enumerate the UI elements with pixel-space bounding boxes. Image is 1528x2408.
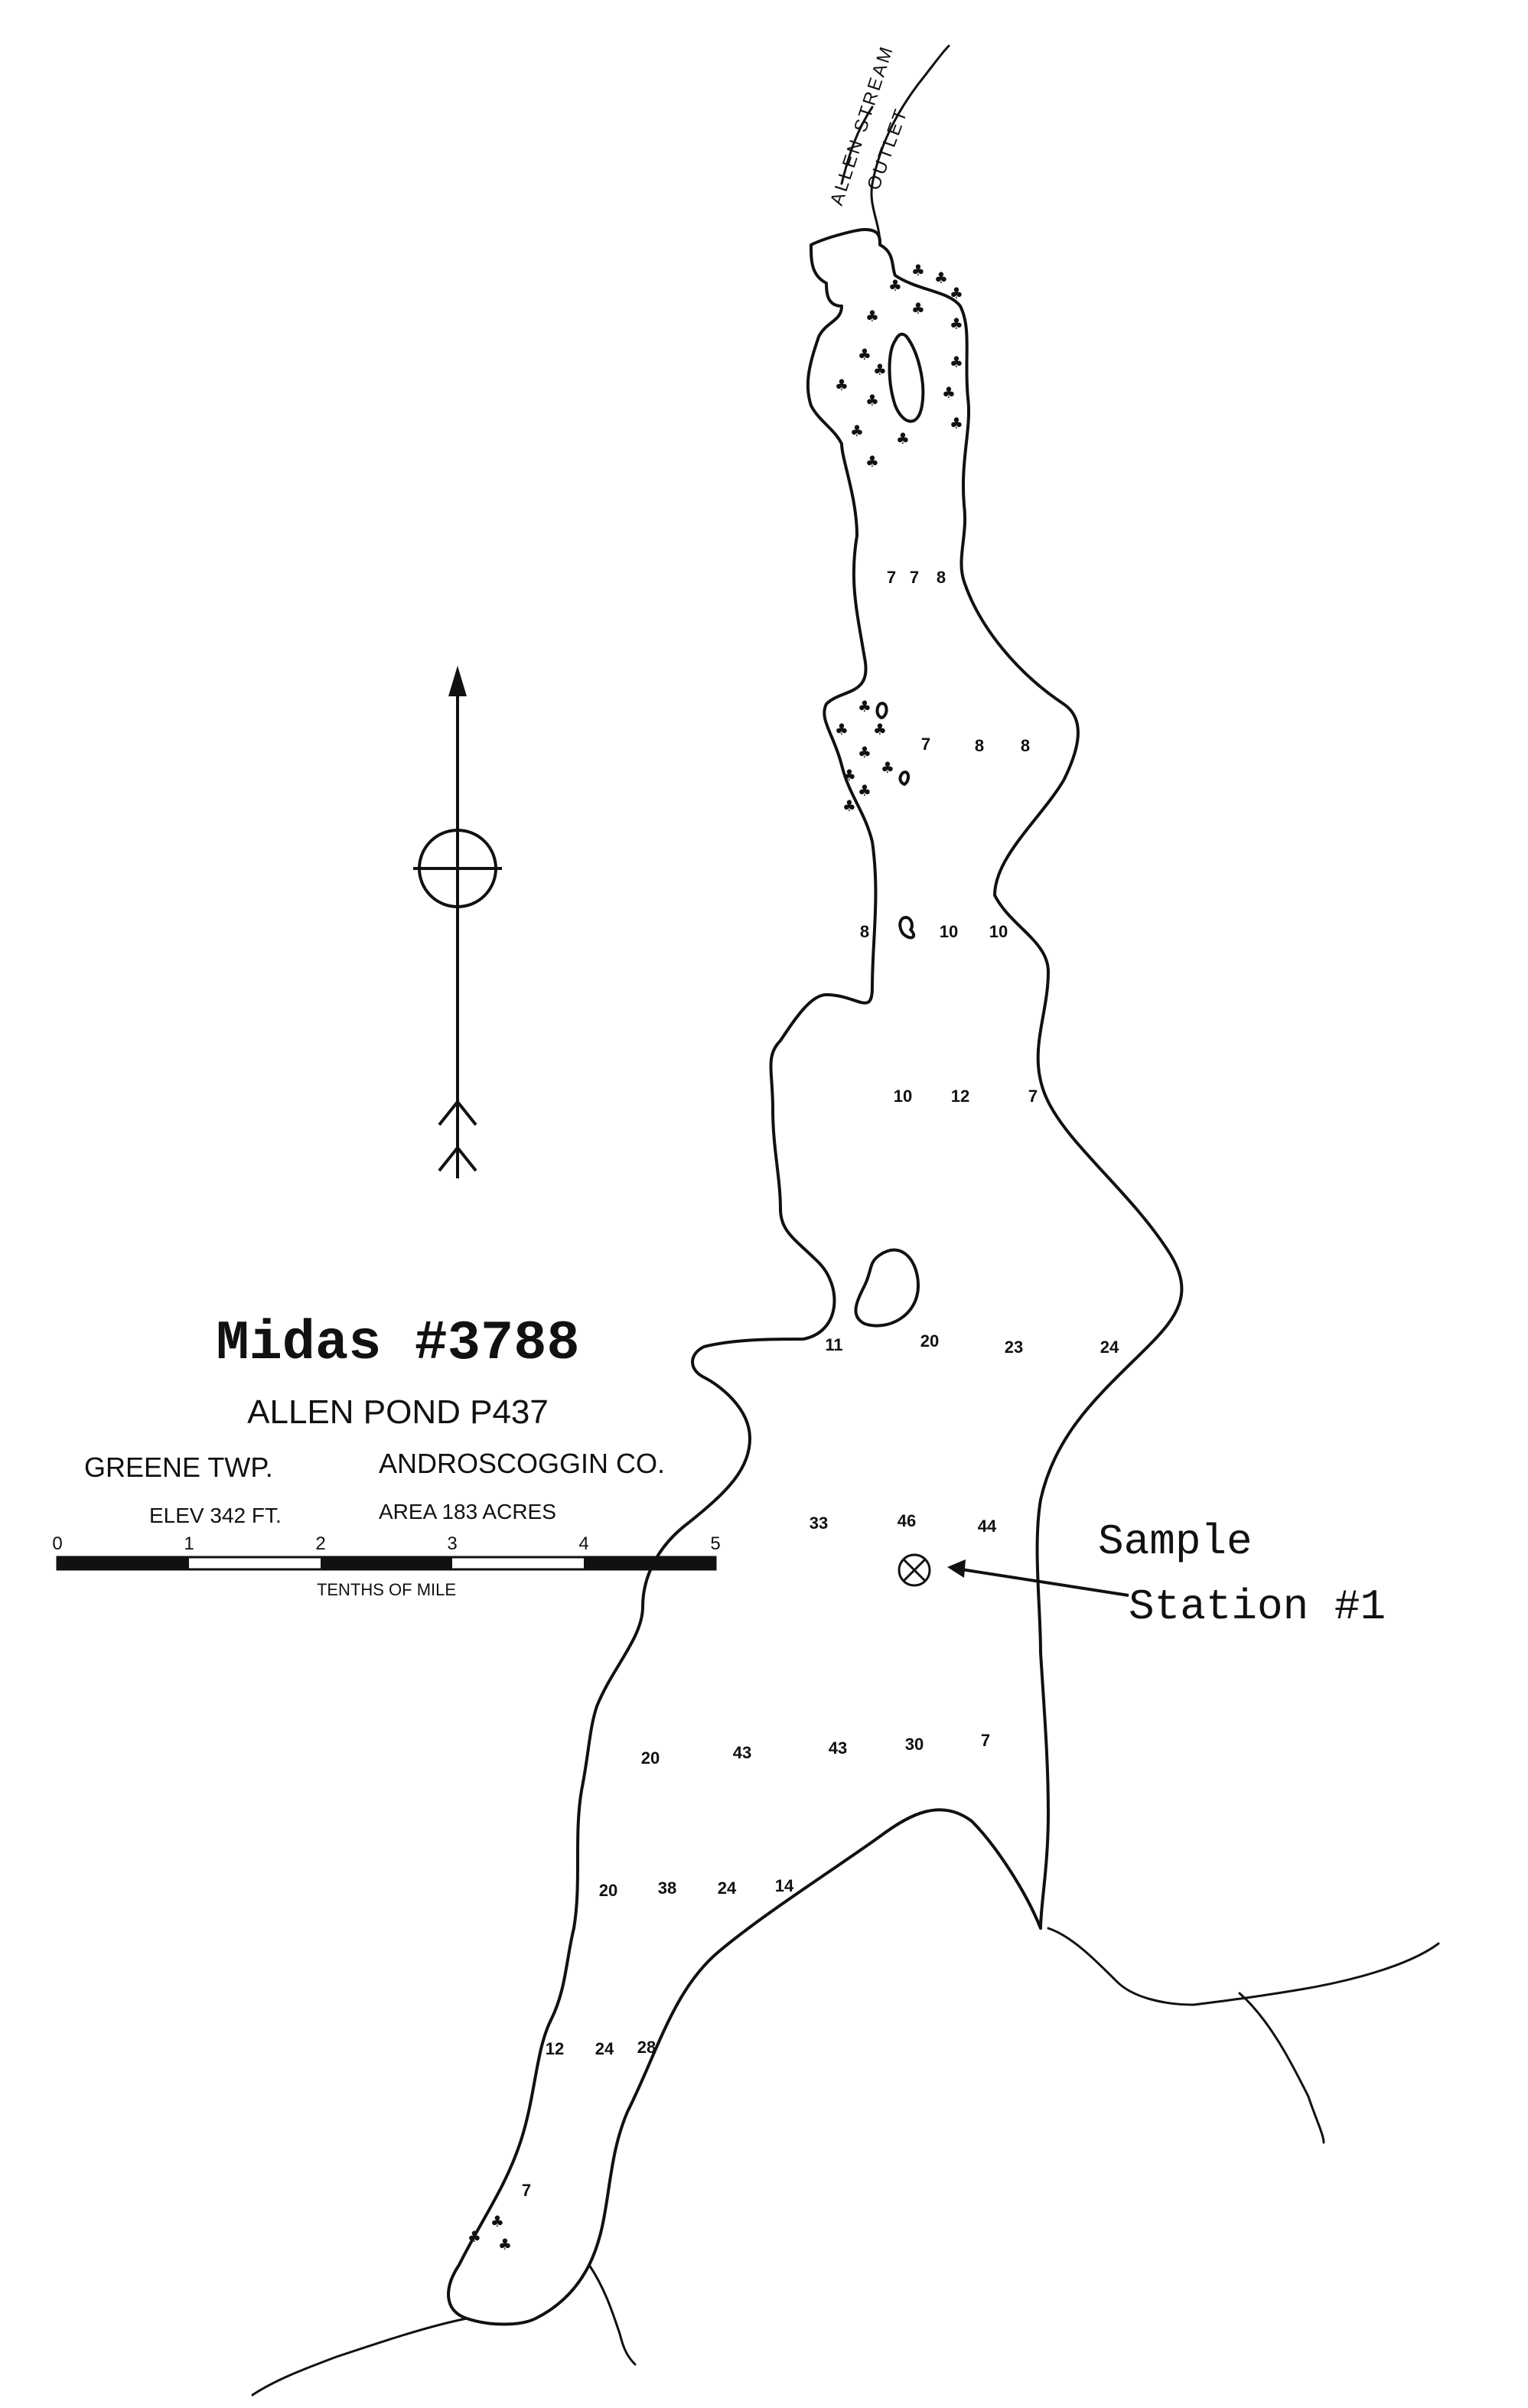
depth-label: 8: [937, 568, 946, 587]
sample-station-label-line1: Sample: [1098, 1517, 1253, 1566]
svg-text:♣: ♣: [498, 2235, 512, 2253]
east-stream: [1047, 1927, 1440, 2006]
depth-label: 24: [595, 2039, 614, 2058]
depth-label: 8: [975, 736, 984, 755]
depth-label: 10: [894, 1087, 912, 1106]
scale-tick-2: 2: [315, 1533, 325, 1554]
svg-text:♣: ♣: [865, 391, 879, 409]
southwest-shore: [251, 2317, 468, 2397]
svg-text:♣: ♣: [950, 314, 963, 333]
pond-shoreline: [447, 228, 1184, 2326]
svg-text:♣: ♣: [858, 697, 872, 715]
scale-tick-3: 3: [447, 1533, 457, 1554]
svg-text:♣: ♣: [858, 781, 872, 800]
svg-text:♣: ♣: [873, 720, 887, 738]
scale-tick-1: 1: [184, 1533, 194, 1554]
depth-label: 46: [898, 1511, 916, 1530]
depth-label: 20: [599, 1881, 617, 1900]
depth-label: 12: [951, 1087, 969, 1106]
depth-label: 10: [940, 922, 958, 941]
pond-name: ALLEN POND P437: [247, 1393, 549, 1431]
depth-label: 11: [825, 1335, 842, 1354]
scale-tick-0: 0: [52, 1533, 62, 1554]
area: AREA 183 ACRES: [379, 1500, 556, 1523]
outlet-stream: [870, 44, 950, 246]
svg-text:♣: ♣: [865, 307, 879, 325]
svg-text:♣: ♣: [858, 743, 872, 761]
island-north: [888, 332, 925, 423]
depth-label: 24: [718, 1879, 737, 1898]
sample-station-arrow: [947, 1559, 1129, 1597]
svg-text:♣: ♣: [842, 766, 856, 784]
svg-text:♣: ♣: [896, 429, 910, 448]
svg-text:♣: ♣: [490, 2212, 504, 2230]
scale-tick-5: 5: [710, 1533, 720, 1554]
depth-label: 30: [905, 1735, 924, 1754]
svg-text:♣: ♣: [950, 284, 963, 302]
svg-text:♣: ♣: [858, 345, 872, 363]
svg-text:♣: ♣: [842, 797, 856, 815]
islet-small: [898, 916, 916, 940]
svg-text:♣: ♣: [835, 376, 849, 394]
island-middle: [854, 1248, 920, 1328]
depth-label: 12: [546, 2039, 564, 2058]
north-arrow-icon: [413, 666, 502, 1178]
scale-unit-label: TENTHS OF MILE: [317, 1580, 456, 1599]
svg-text:♣: ♣: [835, 720, 849, 738]
circle-x-icon: [898, 1553, 931, 1587]
depth-label: 7: [981, 1731, 990, 1750]
marsh-vegetation-icon: ♣ ♣ ♣ ♣ ♣ ♣ ♣ ♣ ♣ ♣ ♣ ♣ ♣ ♣ ♣ ♣ ♣ ♣ ♣ ♣ …: [468, 261, 963, 2253]
islet-east: [898, 771, 910, 786]
depth-label: 7: [910, 568, 919, 587]
scale-bar: 0 1 2 3 4 5 TENTHS OF MILE: [52, 1533, 720, 1599]
depth-soundings: 7 7 8 7 8 8 8 10 10 10 12 7 11 20 23 24 …: [522, 568, 1119, 2200]
depth-label: 20: [920, 1331, 939, 1351]
svg-text:♣: ♣: [911, 261, 925, 279]
depth-label: 43: [733, 1743, 751, 1762]
svg-text:♣: ♣: [950, 414, 963, 432]
svg-text:♣: ♣: [888, 276, 902, 295]
depth-label: 20: [641, 1748, 660, 1768]
county: ANDROSCOGGIN CO.: [379, 1448, 665, 1479]
sample-station-label-line2: Station #1: [1129, 1582, 1386, 1631]
township: GREENE TWP.: [84, 1452, 273, 1483]
depth-label: 7: [522, 2181, 531, 2200]
svg-text:♣: ♣: [950, 353, 963, 371]
svg-text:♣: ♣: [911, 299, 925, 318]
svg-text:♣: ♣: [881, 758, 894, 777]
south-stream: [588, 2263, 637, 2366]
depth-label: 10: [989, 922, 1008, 941]
depth-label: 24: [1100, 1338, 1119, 1357]
depth-label: 8: [860, 922, 869, 941]
east-stream-branch: [1238, 1992, 1325, 2144]
islet-tiny: [875, 702, 888, 719]
depth-label: 38: [658, 1879, 676, 1898]
depth-label: 33: [810, 1514, 828, 1533]
svg-text:♣: ♣: [942, 383, 956, 402]
elevation: ELEV 342 FT.: [149, 1504, 282, 1527]
depth-label: 7: [887, 568, 896, 587]
svg-text:♣: ♣: [865, 452, 879, 471]
depth-label: 8: [1021, 736, 1030, 755]
depth-label: 14: [775, 1876, 794, 1895]
svg-text:♣: ♣: [934, 269, 948, 287]
depth-label: 7: [921, 735, 930, 754]
depth-label: 28: [637, 2038, 656, 2057]
depth-label: 23: [1005, 1338, 1023, 1357]
svg-text:♣: ♣: [850, 422, 864, 440]
depth-label: 7: [1028, 1087, 1038, 1106]
depth-label: 43: [829, 1738, 847, 1758]
scale-tick-4: 4: [578, 1533, 588, 1554]
map-title: Midas #3788: [216, 1312, 579, 1375]
outlet-stream-bank: [840, 106, 874, 185]
svg-text:♣: ♣: [873, 360, 887, 379]
svg-text:♣: ♣: [468, 2227, 481, 2246]
depth-label: 44: [978, 1517, 997, 1536]
